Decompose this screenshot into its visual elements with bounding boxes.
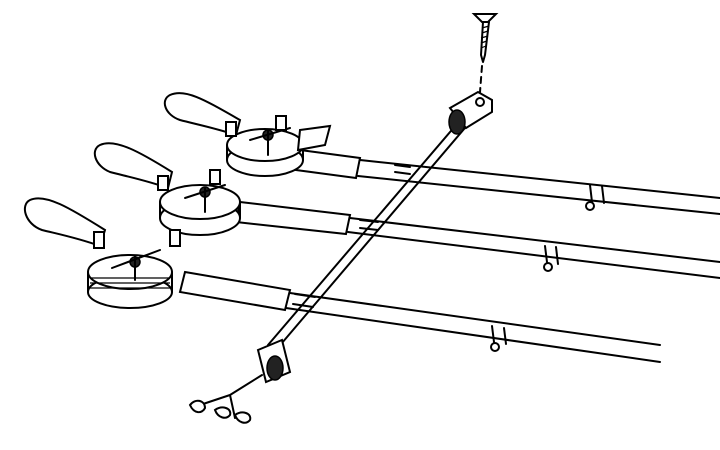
fishing-reel-icon xyxy=(157,169,241,236)
fishing-rod-middle xyxy=(93,142,720,279)
screw-icon xyxy=(471,13,499,93)
rod-rack-bar-icon xyxy=(188,90,493,424)
fishing-rod-top xyxy=(163,92,720,215)
fishing-reel-icon xyxy=(87,229,181,309)
fishing-rod-bottom xyxy=(23,197,661,363)
fishing-reel-icon xyxy=(225,115,332,177)
